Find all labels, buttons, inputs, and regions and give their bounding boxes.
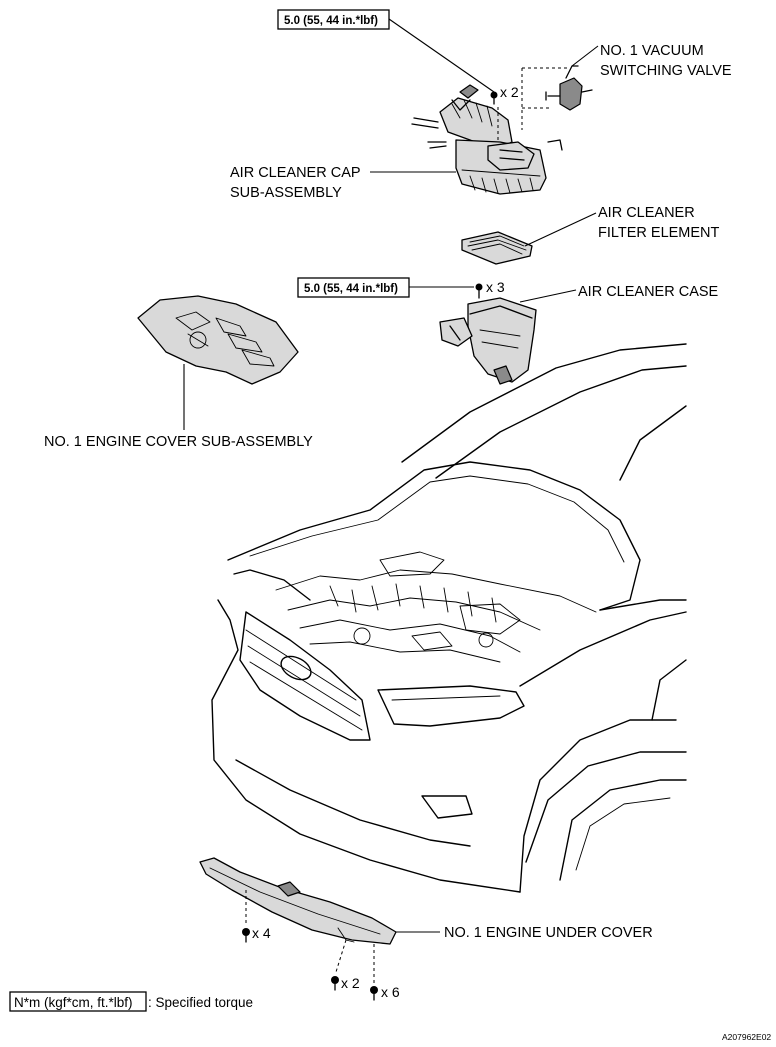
label-cap-line2: SUB-ASSEMBLY bbox=[230, 185, 342, 201]
label-cap-line1: AIR CLEANER CAP bbox=[230, 165, 361, 181]
figure-code: A207962E02 bbox=[722, 1032, 771, 1042]
torque-spec-cap-bolts: 5.0 (55, 44 in.*lbf) bbox=[277, 9, 390, 30]
leader-filter bbox=[524, 212, 597, 247]
legend-unit-box: N*m (kgf*cm, ft.*lbf) bbox=[14, 995, 133, 1010]
leader-case bbox=[519, 289, 577, 303]
engine-bay bbox=[275, 551, 597, 663]
label-filter-line2: FILTER ELEMENT bbox=[598, 225, 720, 241]
label-vsv-line1: NO. 1 VACUUM bbox=[600, 43, 704, 59]
label-engine-cover: NO. 1 ENGINE COVER SUB-ASSEMBLY bbox=[44, 434, 313, 450]
vacuum-switching-valve-drawing bbox=[545, 65, 593, 111]
bolt-icon-under-right bbox=[370, 986, 378, 1001]
filter-element-drawing bbox=[461, 231, 533, 265]
torque-spec-case-bolts: 5.0 (55, 44 in.*lbf) bbox=[297, 277, 410, 298]
torque-value-case: 5.0 (55, 44 in.*lbf) bbox=[304, 283, 398, 295]
leader-cap-torque bbox=[388, 18, 495, 93]
label-filter-line1: AIR CLEANER bbox=[598, 205, 695, 221]
label-under-cover: NO. 1 ENGINE UNDER COVER bbox=[444, 925, 653, 941]
quantity-case-bolts: x 3 bbox=[486, 279, 505, 295]
leader-vsv bbox=[571, 45, 599, 67]
air-cleaner-case-drawing bbox=[439, 297, 537, 385]
bolt-icon-case bbox=[475, 283, 483, 299]
engine-under-cover-drawing bbox=[199, 857, 397, 945]
engine-cover-drawing bbox=[137, 295, 299, 385]
torque-legend: N*m (kgf*cm, ft.*lbf) : Specified torque bbox=[9, 991, 253, 1012]
torque-value-cap: 5.0 (55, 44 in.*lbf) bbox=[284, 15, 378, 27]
quantity-under-right: x 6 bbox=[381, 984, 400, 1000]
vehicle-drawing bbox=[211, 343, 687, 893]
quantity-under-left: x 4 bbox=[252, 925, 271, 941]
dash-under-mid bbox=[335, 939, 347, 973]
label-case: AIR CLEANER CASE bbox=[578, 284, 719, 300]
quantity-under-mid: x 2 bbox=[341, 975, 360, 991]
label-vsv-line2: SWITCHING VALVE bbox=[600, 63, 732, 79]
dash-vsv bbox=[521, 67, 570, 130]
bolt-icon-cap bbox=[490, 91, 498, 105]
air-cleaner-cap-drawing bbox=[411, 84, 563, 195]
bolt-icon-under-mid bbox=[331, 976, 339, 991]
legend-text: : Specified torque bbox=[148, 995, 253, 1010]
quantity-cap-bolts: x 2 bbox=[500, 84, 519, 100]
bolt-icon-under-left bbox=[242, 928, 250, 943]
